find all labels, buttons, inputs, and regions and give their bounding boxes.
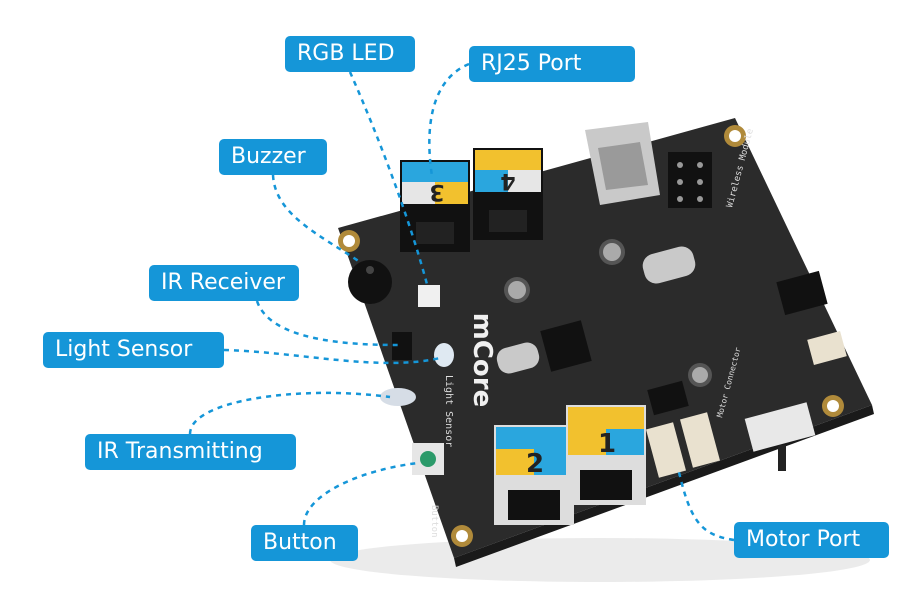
capacitor-icon [504, 277, 530, 303]
leader-rgb-led [348, 71, 430, 289]
port-number-2: 2 [526, 449, 544, 479]
leader-motor-port [676, 467, 735, 542]
power-jack [776, 270, 828, 316]
port-number-1: 1 [598, 429, 616, 459]
callout-motor-port: Motor Port [734, 522, 889, 558]
ir-transmitter [380, 388, 416, 406]
rj25-port-4: 4 [473, 148, 543, 240]
port-number-3: 3 [429, 179, 444, 204]
capacitor-icon [599, 239, 625, 265]
port-number-4: 4 [500, 168, 515, 193]
silk-light-sensor: Light Sensor [443, 375, 454, 447]
callout-rgb-led: RGB LED [285, 36, 415, 72]
rj25-port-3: 3 [400, 160, 470, 252]
callout-rj25-port: RJ25 Port [469, 46, 635, 82]
callout-ir-transmitting: IR Transmitting [85, 434, 296, 470]
wireless-header [668, 152, 712, 208]
rj25-port-2: 2 [494, 425, 574, 525]
silk-button: Button [429, 505, 439, 538]
callout-buzzer: Buzzer [219, 139, 327, 175]
crystal [642, 246, 696, 284]
callout-light-sensor: Light Sensor [43, 332, 224, 368]
pcb-board [338, 118, 872, 558]
leader-lines [188, 62, 735, 542]
leader-ir-receiver [255, 300, 399, 347]
brand-logo: mCore [467, 313, 497, 408]
crystal [496, 342, 540, 374]
mounting-hole-icon [822, 395, 844, 417]
mcu-chip [540, 320, 592, 372]
capacitor-icon [688, 363, 712, 387]
battery-connector [807, 331, 847, 365]
ir-receiver [392, 332, 412, 360]
motor-port [646, 412, 720, 478]
callout-ir-receiver: IR Receiver [149, 265, 299, 301]
light-sensor [434, 343, 454, 367]
mounting-hole-icon [724, 125, 746, 147]
leader-light-sensor [223, 348, 441, 365]
callout-button: Button [251, 525, 358, 561]
leader-buzzer [271, 174, 361, 264]
push-button [412, 443, 444, 475]
mounting-hole-icon [451, 525, 473, 547]
motor-driver-chip [647, 380, 689, 416]
mounting-hole-icon [338, 230, 360, 252]
leader-rj25 [428, 62, 470, 177]
power-switch [744, 402, 816, 471]
usb-port [585, 122, 660, 205]
leader-button [302, 461, 419, 526]
rj25-port-1: 1 [566, 405, 646, 505]
leader-ir-transmitting [188, 391, 391, 435]
rgb-led [418, 285, 440, 307]
buzzer-icon [348, 260, 392, 304]
